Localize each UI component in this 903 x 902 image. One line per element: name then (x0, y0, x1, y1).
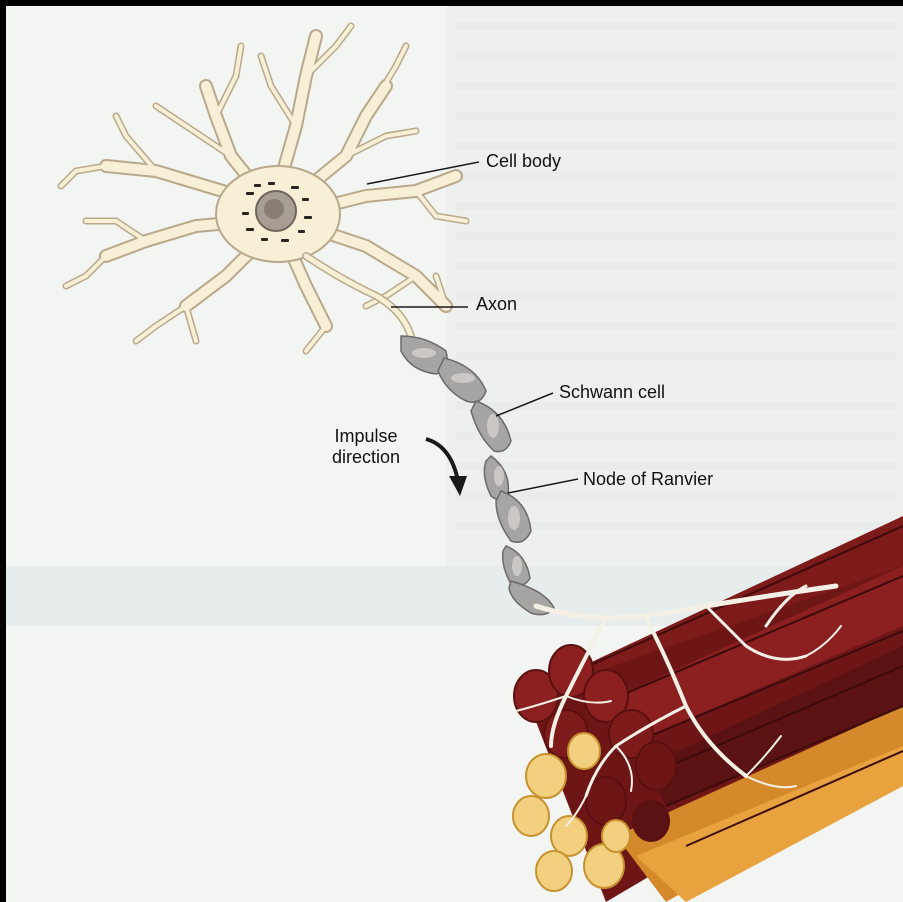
schwann-cell-label: Schwann cell (559, 382, 665, 403)
node-of-ranvier-label: Node of Ranvier (583, 469, 713, 490)
axon-label: Axon (476, 294, 517, 315)
neuron-diagram (6, 6, 903, 902)
diagram-canvas: Cell body Axon Schwann cell Node of Ranv… (6, 6, 903, 902)
cell-body-label: Cell body (486, 151, 561, 172)
nucleolus (264, 199, 284, 219)
impulse-direction-line2: direction (311, 447, 421, 468)
impulse-direction-label: Impulse direction (311, 426, 421, 467)
impulse-direction-line1: Impulse (311, 426, 421, 447)
